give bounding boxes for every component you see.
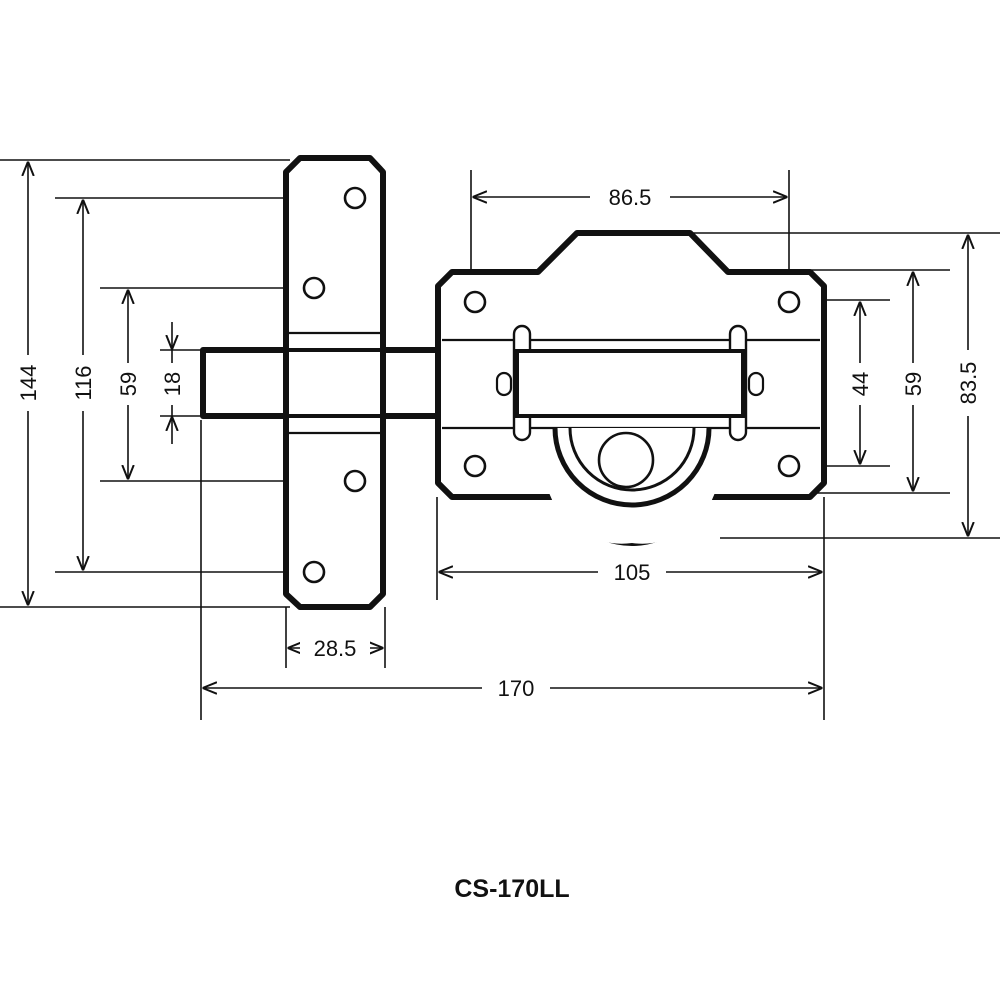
- dim-label-59-body: 59: [901, 372, 926, 396]
- dim-label-83-5: 83.5: [956, 362, 981, 405]
- dim-label-144: 144: [16, 365, 41, 402]
- screw-hole-icon: [463, 454, 487, 478]
- dim-label-116: 116: [71, 365, 96, 400]
- dim-label-18: 18: [160, 372, 185, 396]
- cylinder-icon: [597, 431, 655, 489]
- screw-hole-icon: [777, 454, 801, 478]
- screw-hole-icon: [343, 469, 367, 493]
- dim-label-59-plate: 59: [116, 372, 141, 396]
- screw-hole-icon: [777, 290, 801, 314]
- strike-plate: [283, 155, 386, 610]
- dim-label-28-5: 28.5: [314, 636, 357, 661]
- screw-hole-icon: [343, 186, 367, 210]
- dim-label-170: 170: [498, 676, 535, 701]
- screw-hole-icon: [302, 560, 326, 584]
- dim-label-105: 105: [614, 560, 651, 585]
- dim-label-86-5: 86.5: [609, 185, 652, 210]
- model-title: CS-170LL: [454, 875, 569, 903]
- screw-hole-icon: [302, 276, 326, 300]
- lock-body: [435, 230, 827, 546]
- screw-hole-icon: [463, 290, 487, 314]
- dim-label-44: 44: [848, 372, 873, 396]
